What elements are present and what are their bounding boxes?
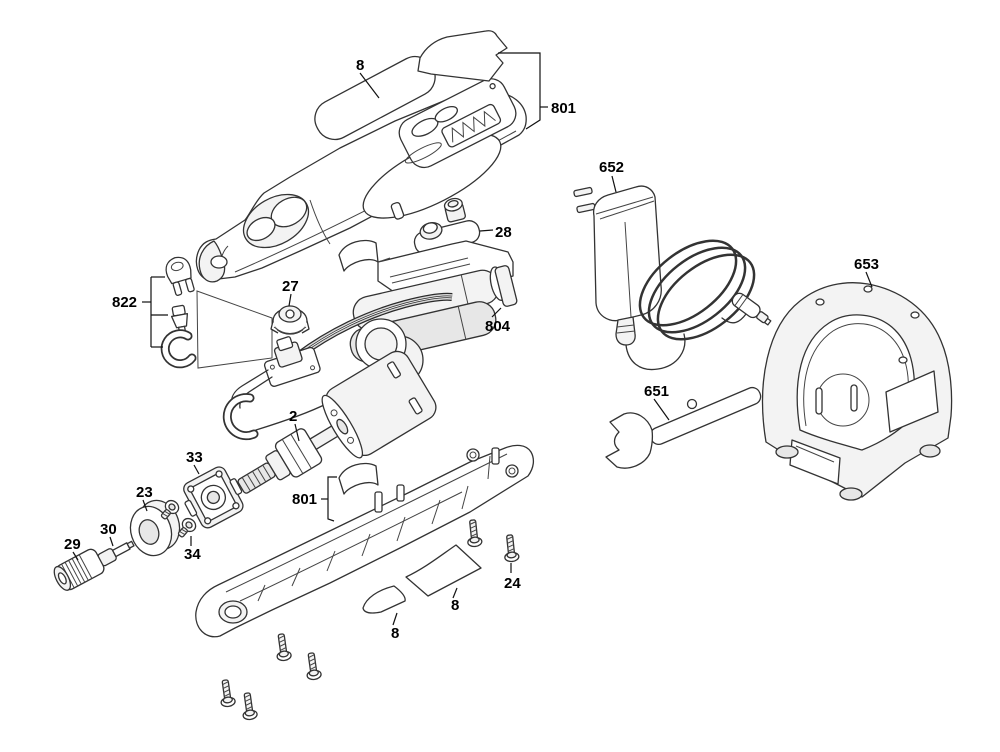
plug-prong	[573, 186, 593, 198]
callout-801-top: 801	[498, 52, 576, 130]
callout-801-bottom-label: 801	[292, 491, 317, 508]
callout-30: 30	[100, 521, 117, 547]
callout-27: 27	[282, 278, 299, 307]
callout-801-bottom: 801	[292, 476, 337, 522]
lower-housing-shell	[195, 444, 535, 638]
housing-tab	[390, 201, 405, 220]
side-decal	[405, 544, 482, 597]
plug-prong	[576, 202, 596, 214]
front-buttons	[242, 193, 310, 249]
mount-bracket	[222, 369, 327, 441]
callout-29-label: 29	[64, 536, 81, 553]
shaft-screw	[97, 540, 135, 567]
bottom-screw-2	[303, 651, 323, 682]
callout-28: 28	[479, 224, 512, 241]
callout-34-label: 34	[184, 546, 201, 563]
nose-cap-set: 822	[112, 256, 273, 369]
callout-653: 653	[854, 256, 879, 288]
callout-24-label: 24	[504, 575, 521, 592]
callout-651: 651	[644, 383, 670, 421]
callout-822: 822	[112, 276, 168, 348]
power-adapter: 652	[573, 159, 772, 371]
adapter-cord	[625, 239, 756, 371]
switch-button-part: 28	[413, 197, 512, 255]
callout-33: 33	[186, 449, 203, 475]
callout-30-label: 30	[100, 521, 117, 538]
callout-8-top-label: 8	[356, 57, 364, 74]
callout-24: 24	[504, 563, 521, 592]
collet-nut	[53, 548, 105, 591]
housing-screw-24b	[501, 533, 520, 563]
callout-8-nose-label: 8	[391, 625, 399, 642]
reference-plane	[196, 290, 273, 369]
hanging-wire	[309, 199, 331, 245]
callout-29: 29	[64, 536, 81, 561]
battery-end-cap	[494, 265, 518, 307]
upper-rubber-pad	[338, 239, 379, 272]
ribbon-cable	[295, 292, 453, 360]
nose-cap	[165, 256, 195, 296]
nose-decal	[362, 585, 406, 614]
bottom-screw-3	[217, 678, 237, 709]
callout-33-label: 33	[186, 449, 203, 466]
callout-652: 652	[599, 159, 624, 193]
lower-rubber-pad	[338, 462, 379, 495]
callout-8-top: 8	[356, 57, 380, 99]
callout-8-side: 8	[451, 587, 459, 614]
barrel-plug	[731, 292, 772, 326]
callout-804: 804	[485, 307, 511, 335]
callout-822-label: 822	[112, 294, 137, 311]
callout-27-label: 27	[282, 278, 299, 295]
callout-2-label: 2	[289, 408, 297, 425]
motor-shaft	[237, 350, 437, 494]
housing-screw-24a	[464, 518, 483, 548]
top-control-panel	[398, 78, 517, 169]
callout-651-label: 651	[644, 383, 669, 400]
callout-28-label: 28	[495, 224, 512, 241]
nose-clip	[160, 329, 197, 369]
bottom-screw-4	[239, 691, 259, 722]
top-rear-decal	[417, 30, 508, 82]
callout-23: 23	[136, 484, 153, 512]
side-panel	[885, 370, 939, 433]
bearing-plate	[183, 466, 244, 529]
callout-653-label: 653	[854, 256, 879, 273]
callout-2: 2	[289, 408, 300, 442]
switch-pcb	[263, 336, 321, 387]
wrench: 651	[605, 383, 762, 469]
callout-8-nose: 8	[391, 612, 399, 642]
callout-804-label: 804	[485, 318, 511, 335]
upper-housing-shell	[195, 78, 527, 283]
ring-washer: 23	[129, 484, 181, 557]
dial-knob: 27	[270, 278, 310, 335]
callout-34: 34	[184, 536, 201, 563]
callout-801-top-label: 801	[551, 100, 576, 117]
callout-8-side-label: 8	[451, 597, 459, 614]
bottom-screw-1	[273, 632, 293, 663]
callout-23-label: 23	[136, 484, 153, 501]
charging-stand: 653	[761, 256, 953, 501]
callout-652-label: 652	[599, 159, 624, 176]
